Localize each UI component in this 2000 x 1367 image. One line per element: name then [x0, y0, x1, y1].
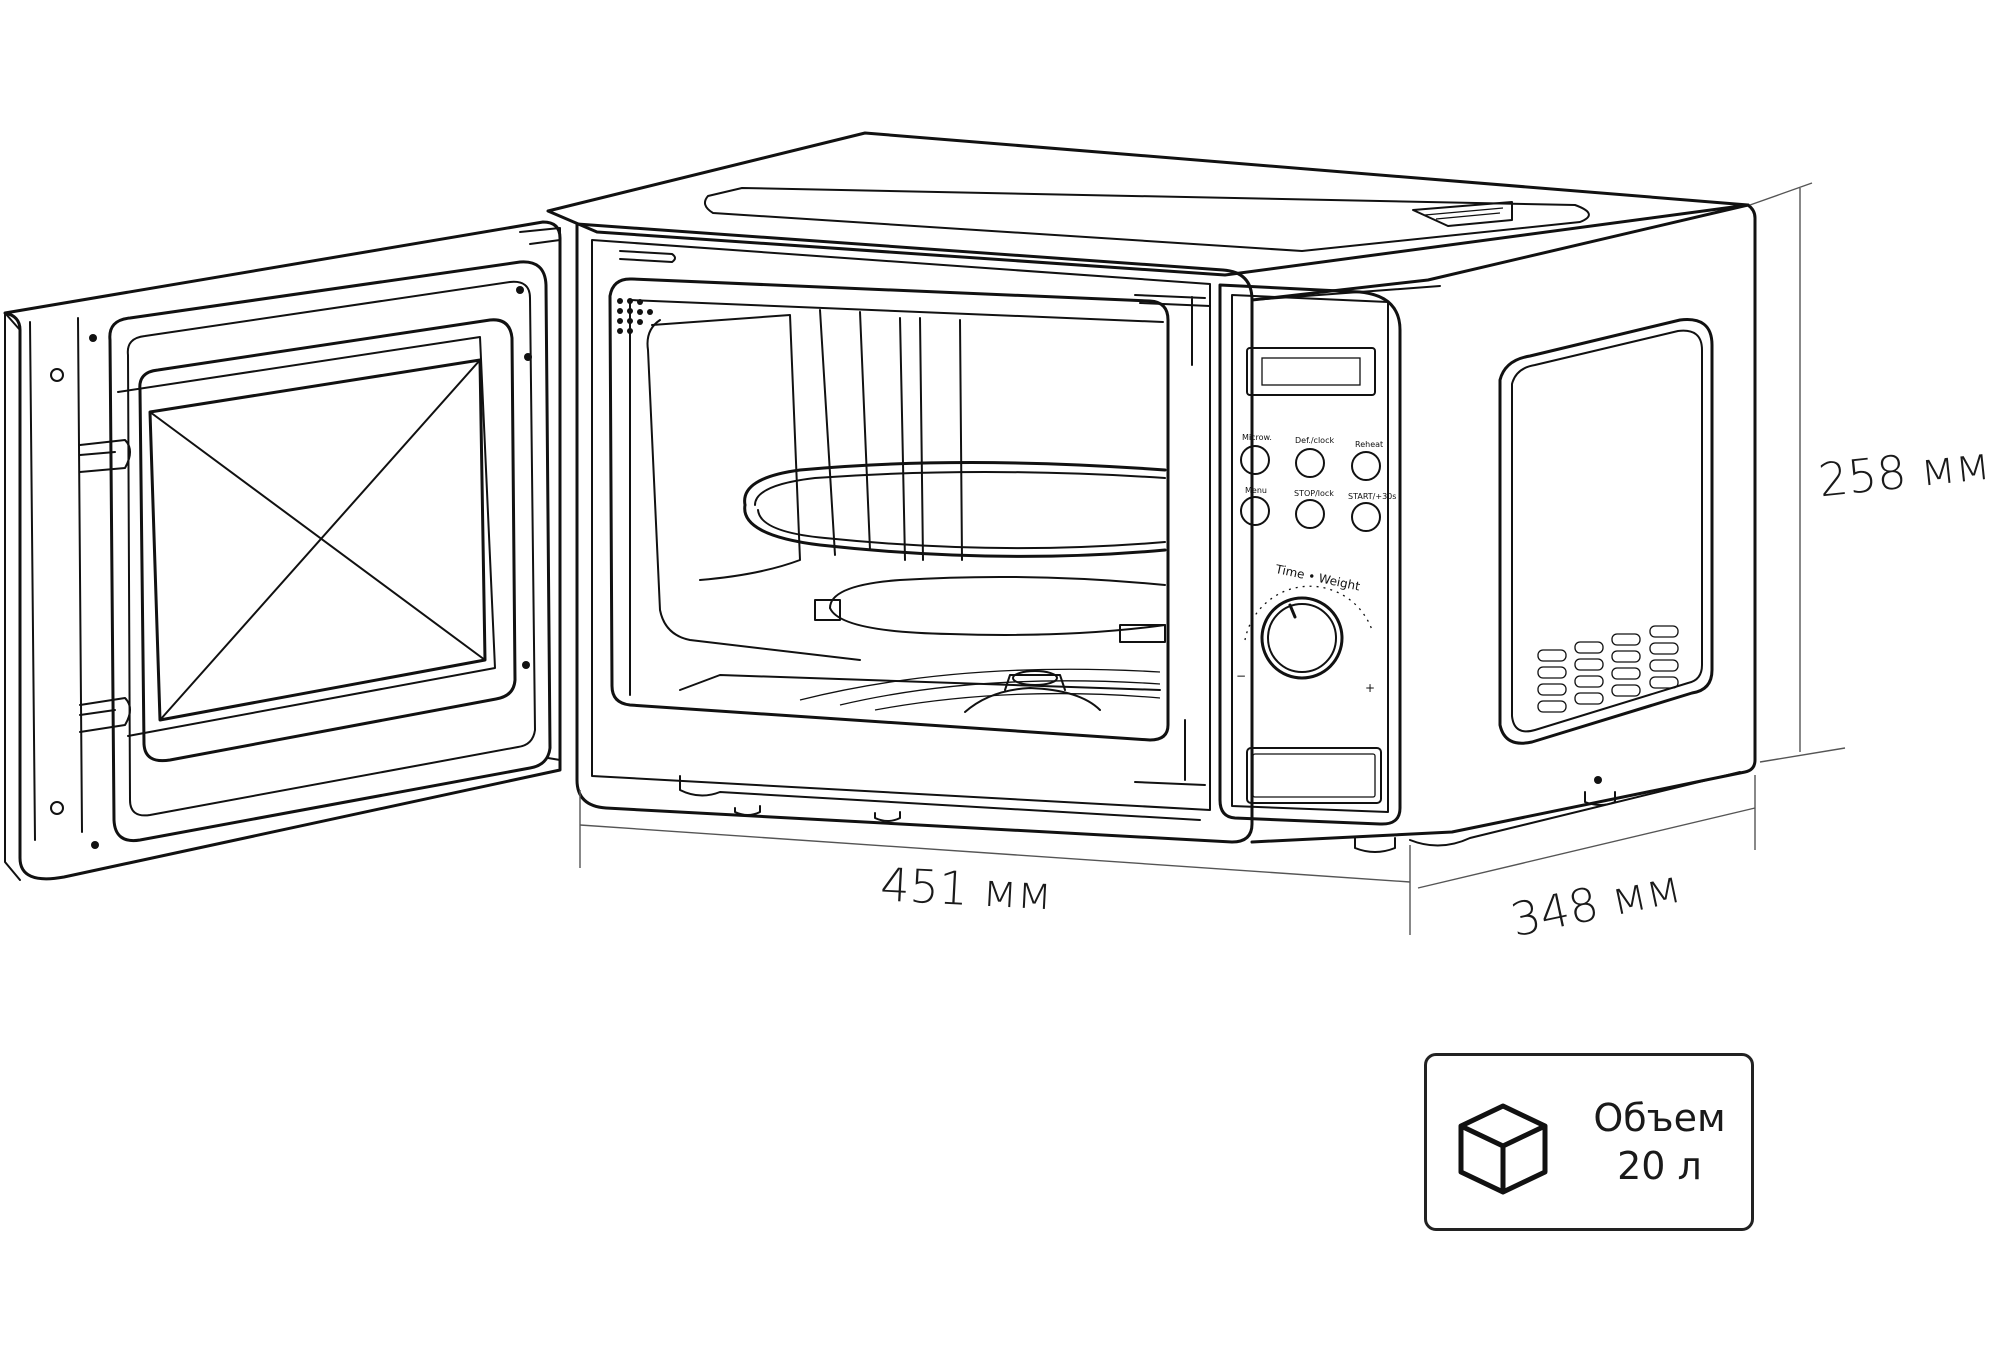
button-label-defclock: Def./clock	[1295, 436, 1334, 445]
knob-minus: −	[1236, 669, 1246, 683]
open-door	[3, 220, 562, 881]
stop-lock-button[interactable]	[1295, 499, 1325, 529]
knob-label: Time • Weight	[1273, 562, 1361, 594]
button-label-reheat: Reheat	[1355, 440, 1383, 449]
depth-dimension-label: 348 мм	[1506, 859, 1685, 948]
start-button[interactable]	[1351, 502, 1381, 532]
volume-value: 20 л	[1617, 1144, 1702, 1188]
cavity-vent-holes	[617, 298, 653, 334]
height-dimension-label: 258 мм	[1816, 436, 1993, 508]
oven-cavity	[608, 277, 1170, 742]
knob-plus: +	[1365, 681, 1375, 695]
button-label-menu: Menu	[1245, 486, 1267, 495]
cube-icon	[1458, 1103, 1548, 1195]
button-label-stop: STOP/lock	[1294, 489, 1334, 498]
volume-badge: Объем 20 л	[1424, 1053, 1754, 1231]
width-dimension-label: 451 мм	[879, 857, 1053, 920]
reheat-button[interactable]	[1351, 451, 1381, 481]
defrost-clock-button[interactable]	[1295, 448, 1325, 478]
door-open-button[interactable]	[1246, 747, 1382, 804]
button-label-start: START/+30s	[1348, 492, 1396, 501]
volume-text: Объем 20 л	[1577, 1094, 1742, 1190]
door-latch-slots	[619, 250, 1211, 786]
time-weight-knob[interactable]	[1260, 596, 1344, 680]
side-vents	[1537, 625, 1679, 713]
microwave-body	[546, 131, 1757, 853]
button-label-microw: Microw.	[1242, 433, 1272, 442]
dimension-lines	[579, 182, 1846, 935]
menu-button[interactable]	[1240, 496, 1270, 526]
microwave-button[interactable]	[1240, 445, 1270, 475]
volume-label: Объем	[1593, 1096, 1726, 1140]
display-screen	[1246, 347, 1376, 396]
control-panel: Microw. Def./clock Reheat Menu STOP/lock…	[1218, 283, 1402, 826]
